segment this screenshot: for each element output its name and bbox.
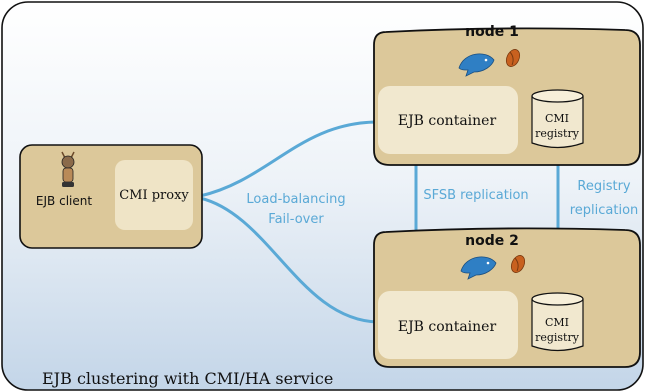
coffee-bean-icon (510, 255, 526, 273)
cmi-proxy-label: CMI proxy (119, 188, 189, 203)
node-1-ejb-container (378, 86, 518, 154)
lb-label-line2: Fail-over (268, 212, 324, 227)
mascot-icon (61, 151, 75, 187)
diagram-title: EJB clustering with CMI/HA service (42, 369, 333, 388)
coffee-bean-icon (505, 49, 521, 67)
node-2-registry-line1: CMI (545, 316, 569, 329)
client-box: CMI proxy EJB client (19, 144, 203, 249)
node-2-registry-line2: registry (535, 331, 580, 344)
node-2-cmi-registry: CMI registry (531, 292, 584, 352)
lb-link-node1 (199, 120, 379, 198)
node-1-registry-line2: registry (535, 127, 580, 140)
node-1-cmi-registry: CMI registry (531, 89, 584, 149)
lb-link-node2 (199, 196, 379, 324)
node-1-container-label: EJB container (398, 113, 497, 129)
node-1-title: node 1 (465, 24, 519, 40)
registry-label-line1: Registry (577, 179, 631, 194)
node-2-ejb-container (378, 291, 518, 359)
node-2-container-label: EJB container (398, 319, 497, 335)
node-1-registry-line1: CMI (545, 112, 569, 125)
registry-label-line2: replication (570, 203, 639, 218)
sfsb-label: SFSB replication (423, 188, 528, 203)
node-2: node 2 EJB container CMI registry (373, 227, 641, 368)
cmi-proxy-box (115, 160, 193, 230)
dolphin-icon (458, 53, 495, 77)
dolphin-icon (460, 256, 497, 280)
node-2-title: node 2 (465, 233, 519, 249)
connections (199, 120, 560, 324)
node-1: node 1 EJB container CMI registry (373, 24, 641, 166)
lb-label-line1: Load-balancing (246, 192, 345, 207)
client-label: EJB client (36, 194, 92, 208)
